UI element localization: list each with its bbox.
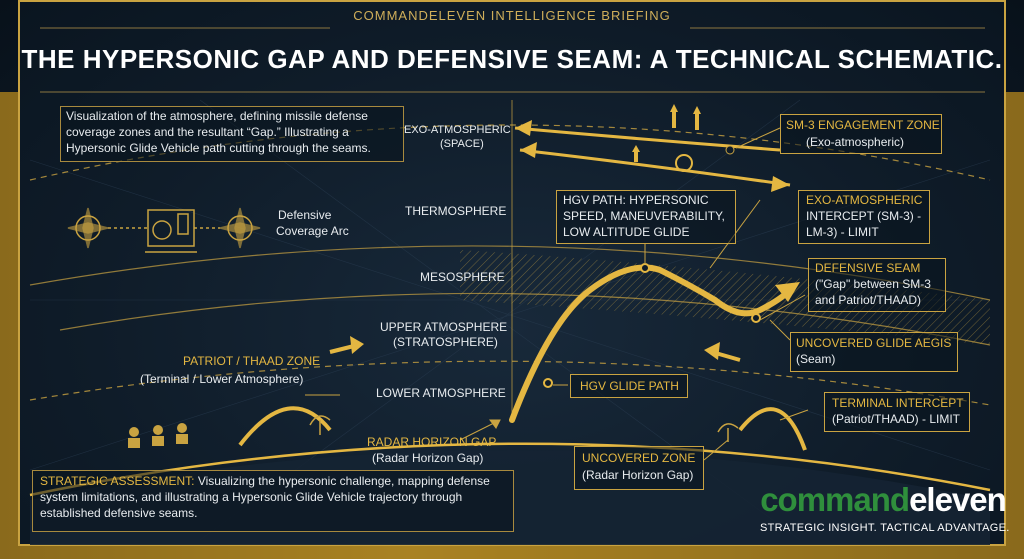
exo-intercept-line2: INTERCEPT (SM-3) - bbox=[806, 209, 922, 223]
assessment-line3: established defensive seams. bbox=[40, 506, 198, 520]
layer-upper-sub: (STRATOSPHERE) bbox=[393, 335, 498, 349]
layer-thermosphere-label: THERMOSPHERE bbox=[405, 204, 507, 218]
briefing-kicker: COMMANDELEVEN INTELLIGENCE BRIEFING bbox=[353, 8, 671, 23]
exo-intercept-line1: EXO-ATMOSPHERIC bbox=[806, 193, 923, 207]
terminal-intercept-title: TERMINAL INTERCEPT bbox=[832, 396, 964, 410]
layer-mesosphere-label: MESOSPHERE bbox=[420, 270, 505, 284]
uncovered-glide-callout bbox=[790, 332, 958, 372]
sm3-zone-sub: (Exo-atmospheric) bbox=[806, 135, 905, 149]
uncovered-zone-title: UNCOVERED ZONE bbox=[582, 451, 696, 465]
assessment-box bbox=[32, 470, 514, 532]
terminal-intercept-callout bbox=[824, 392, 970, 432]
hgv-path-line1: HGV PATH: HYPERSONIC bbox=[563, 193, 709, 207]
defensive-seam-callout bbox=[808, 258, 946, 312]
sm3-zone-callout bbox=[780, 114, 942, 154]
layer-lower-label: LOWER ATMOSPHERE bbox=[376, 386, 506, 400]
hgv-path-callout bbox=[556, 190, 736, 244]
defensive-seam-line2: ("Gap" between SM-3 bbox=[815, 277, 931, 291]
exo-intercept-callout bbox=[798, 190, 930, 244]
hgv-path-line2: SPEED, MANEUVERABILITY, bbox=[563, 209, 725, 223]
uncovered-glide-title: UNCOVERED GLIDE AEGIS bbox=[796, 336, 952, 350]
page-title: THE HYPERSONIC GAP AND DEFENSIVE SEAM: A… bbox=[21, 44, 1003, 74]
radar-gap-title: RADAR HORIZON GAP bbox=[367, 435, 497, 449]
brand-logo-part1: command bbox=[760, 481, 910, 518]
hgv-path-line3: LOW ALTITUDE GLIDE bbox=[563, 225, 690, 239]
uncovered-zone-sub: (Radar Horizon Gap) bbox=[582, 468, 694, 482]
hgv-glide-callout bbox=[570, 374, 688, 398]
patriot-zone-sub: (Terminal / Lower Atmosphere) bbox=[140, 372, 304, 386]
intro-box bbox=[60, 106, 404, 162]
layer-exo-label: EXO-ATMOSPHERIC bbox=[404, 124, 511, 136]
layer-exo-sub: (SPACE) bbox=[440, 138, 484, 150]
terminal-intercept-sub: (Patriot/THAAD) - LIMIT bbox=[832, 412, 961, 426]
sm3-zone-title: SM-3 ENGAGEMENT ZONE bbox=[786, 118, 940, 132]
hgv-glide-label: HGV GLIDE PATH bbox=[580, 379, 679, 393]
intro-text: Visualization of the atmosphere, definin… bbox=[66, 109, 371, 155]
assessment-line1: STRATEGIC ASSESSMENT: Visualizing the hy… bbox=[40, 474, 490, 488]
brand-logo: commandeleven bbox=[760, 480, 1007, 520]
layer-upper-label: UPPER ATMOSPHERE bbox=[380, 320, 508, 334]
uncovered-glide-sub: (Seam) bbox=[796, 352, 836, 366]
exo-intercept-line3: LM-3) - LIMIT bbox=[806, 225, 879, 239]
defensive-seam-title: DEFENSIVE SEAM bbox=[815, 261, 921, 275]
brand-tagline: STRATEGIC INSIGHT. TACTICAL ADVANTAGE. bbox=[760, 522, 1010, 534]
patriot-zone-title: PATRIOT / THAAD ZONE bbox=[183, 354, 321, 368]
defensive-seam-line3: and Patriot/THAAD) bbox=[815, 293, 922, 307]
assessment-text1: Visualizing the hypersonic challenge, ma… bbox=[194, 474, 490, 488]
uncovered-zone-callout bbox=[574, 446, 704, 490]
assessment-label: STRATEGIC ASSESSMENT: bbox=[40, 474, 195, 488]
assessment-line2: system limitations, and illustrating a H… bbox=[40, 490, 463, 504]
defensive-arc-sub: Coverage Arc bbox=[276, 224, 349, 238]
brand-logo-part2: eleven bbox=[909, 481, 1007, 518]
defensive-arc-label: Defensive bbox=[278, 208, 332, 222]
radar-gap-sub: (Radar Horizon Gap) bbox=[372, 451, 484, 465]
